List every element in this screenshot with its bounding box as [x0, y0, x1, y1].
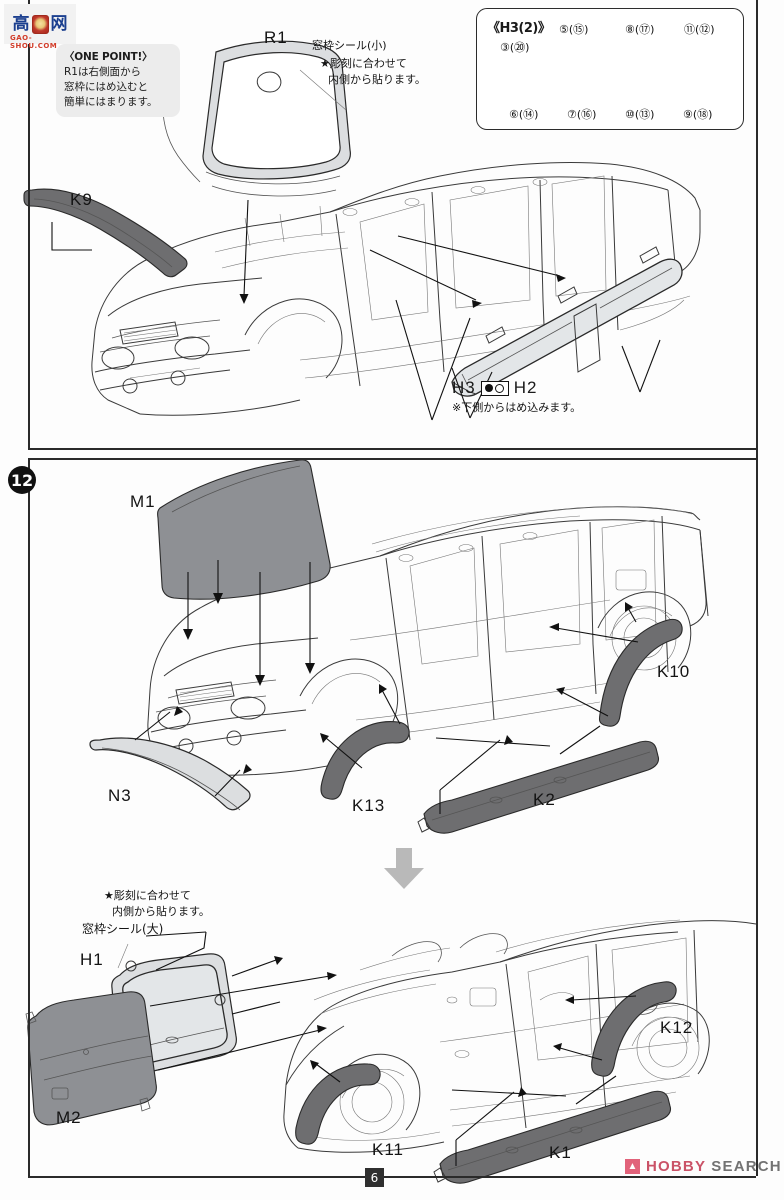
h3-label-top-1: ⑤(⑮)	[559, 23, 589, 36]
car-illustration-step12-upper	[147, 506, 709, 776]
page-border-bottom	[28, 1176, 756, 1178]
h3-label-bottom-1: ⑥(⑭)	[509, 108, 539, 121]
logo-characters: 高 网	[12, 13, 68, 34]
part-label-m1: M1	[130, 492, 156, 511]
part-label-k13: K13	[352, 796, 386, 815]
section-divider-lower	[28, 458, 756, 460]
section-divider-upper	[28, 448, 756, 450]
h3-label-top-2: ⑧(⑰)	[625, 23, 655, 36]
seal-small-note-2: 内側から貼ります。	[328, 73, 426, 86]
part-k13-fender-flare	[320, 721, 410, 800]
site-logo: 高 网 GAO-SHOU.COM	[4, 4, 76, 50]
part-label-k1: K1	[549, 1143, 572, 1162]
page-border-left-upper	[28, 0, 30, 450]
part-k11-front-flare-lower	[295, 1063, 381, 1145]
part-label-m2: M2	[56, 1108, 82, 1127]
h3-label-left: ③(⑳)	[500, 41, 530, 54]
leader-r1	[243, 199, 249, 297]
seal-large-title: 窓枠シール(大)	[82, 922, 164, 936]
seal-small-title: 窓枠シール(小)	[312, 39, 387, 52]
part-h3-h2-windows	[451, 246, 683, 397]
watermark-secondary: SEARCH	[711, 1158, 782, 1175]
part-k9-bumper-beam	[23, 188, 188, 278]
h3-detail-box: 《H3(2)》 ③(⑳) ⑤(⑮) ⑧(⑰) ⑪(⑫) ⑥(⑭) ⑦(⑯) ⑩(…	[476, 8, 744, 130]
logo-seal-icon	[31, 14, 49, 34]
part-label-r1: R1	[264, 28, 288, 47]
part-label-k12: K12	[660, 1018, 694, 1037]
part-label-k9: K9	[70, 190, 93, 209]
one-point-line1: R1は右側面から	[64, 65, 141, 78]
fit-marker-symbol-icon	[480, 380, 509, 396]
car-illustration-step11	[91, 162, 701, 416]
part-label-k2: K2	[533, 790, 556, 809]
part-label-h1: H1	[80, 950, 104, 969]
fit-dot-filled-icon	[485, 384, 494, 392]
logo-subtitle: GAO-SHOU.COM	[10, 34, 58, 50]
logo-char-right: 网	[50, 13, 68, 34]
step-number-badge: 12	[8, 466, 36, 494]
one-point-title: 〈ONE POINT!〉	[64, 51, 153, 63]
seal-large-note-2: 内側から貼ります。	[112, 905, 210, 918]
one-point-line2: 窓枠にはめ込むと	[64, 80, 148, 93]
h3-label-bottom-2: ⑦(⑯)	[567, 108, 597, 121]
one-point-line3: 簡単にはまります。	[64, 95, 158, 108]
page-border-right	[756, 0, 758, 1176]
part-label-k10: K10	[657, 662, 691, 681]
watermark-primary: HOBBY	[646, 1158, 706, 1175]
leader-k9	[51, 222, 92, 251]
leader-h2	[621, 345, 641, 393]
h3-label-bottom-4: ⑨(⑱)	[683, 108, 713, 121]
h3-label-bottom-3: ⑩(⑬)	[625, 108, 655, 121]
fit-dot-hollow-icon	[495, 383, 505, 393]
fit-marker-right-label: H2	[513, 378, 538, 397]
hobby-search-watermark: ▲ HOBBY SEARCH	[625, 1158, 782, 1175]
part-k2-side-skirt	[417, 740, 660, 834]
fit-marker-left-label: H3	[452, 378, 476, 397]
flow-down-arrow-icon	[384, 848, 424, 889]
h3-label-top-3: ⑪(⑫)	[684, 23, 715, 36]
one-point-callout: 〈ONE POINT!〉 R1は右側面から 窓枠にはめ込むと 簡単にはまります。	[56, 44, 180, 117]
part-m1-roof-panel	[157, 459, 331, 600]
part-label-n3: N3	[108, 786, 132, 805]
part-m2-tailgate-panel	[25, 991, 157, 1126]
page-number: 6	[365, 1168, 384, 1187]
seal-small-note-1: ★彫刻に合わせて	[320, 57, 407, 70]
leader-seal-large	[117, 943, 129, 969]
part-h1-rear-window	[111, 953, 237, 1076]
flame-icon: ▲	[625, 1159, 640, 1174]
part-label-k11: K11	[372, 1140, 404, 1159]
logo-char-left: 高	[12, 13, 30, 34]
page-border-left-lower	[28, 458, 30, 1176]
seal-large-note-1: ★彫刻に合わせて	[104, 889, 191, 902]
fit-note: ※下側からはめ込みます。	[452, 401, 582, 414]
h3-detail-title: 《H3(2)》	[487, 21, 551, 36]
fit-marker-h3-h2: H3 H2	[452, 378, 537, 398]
